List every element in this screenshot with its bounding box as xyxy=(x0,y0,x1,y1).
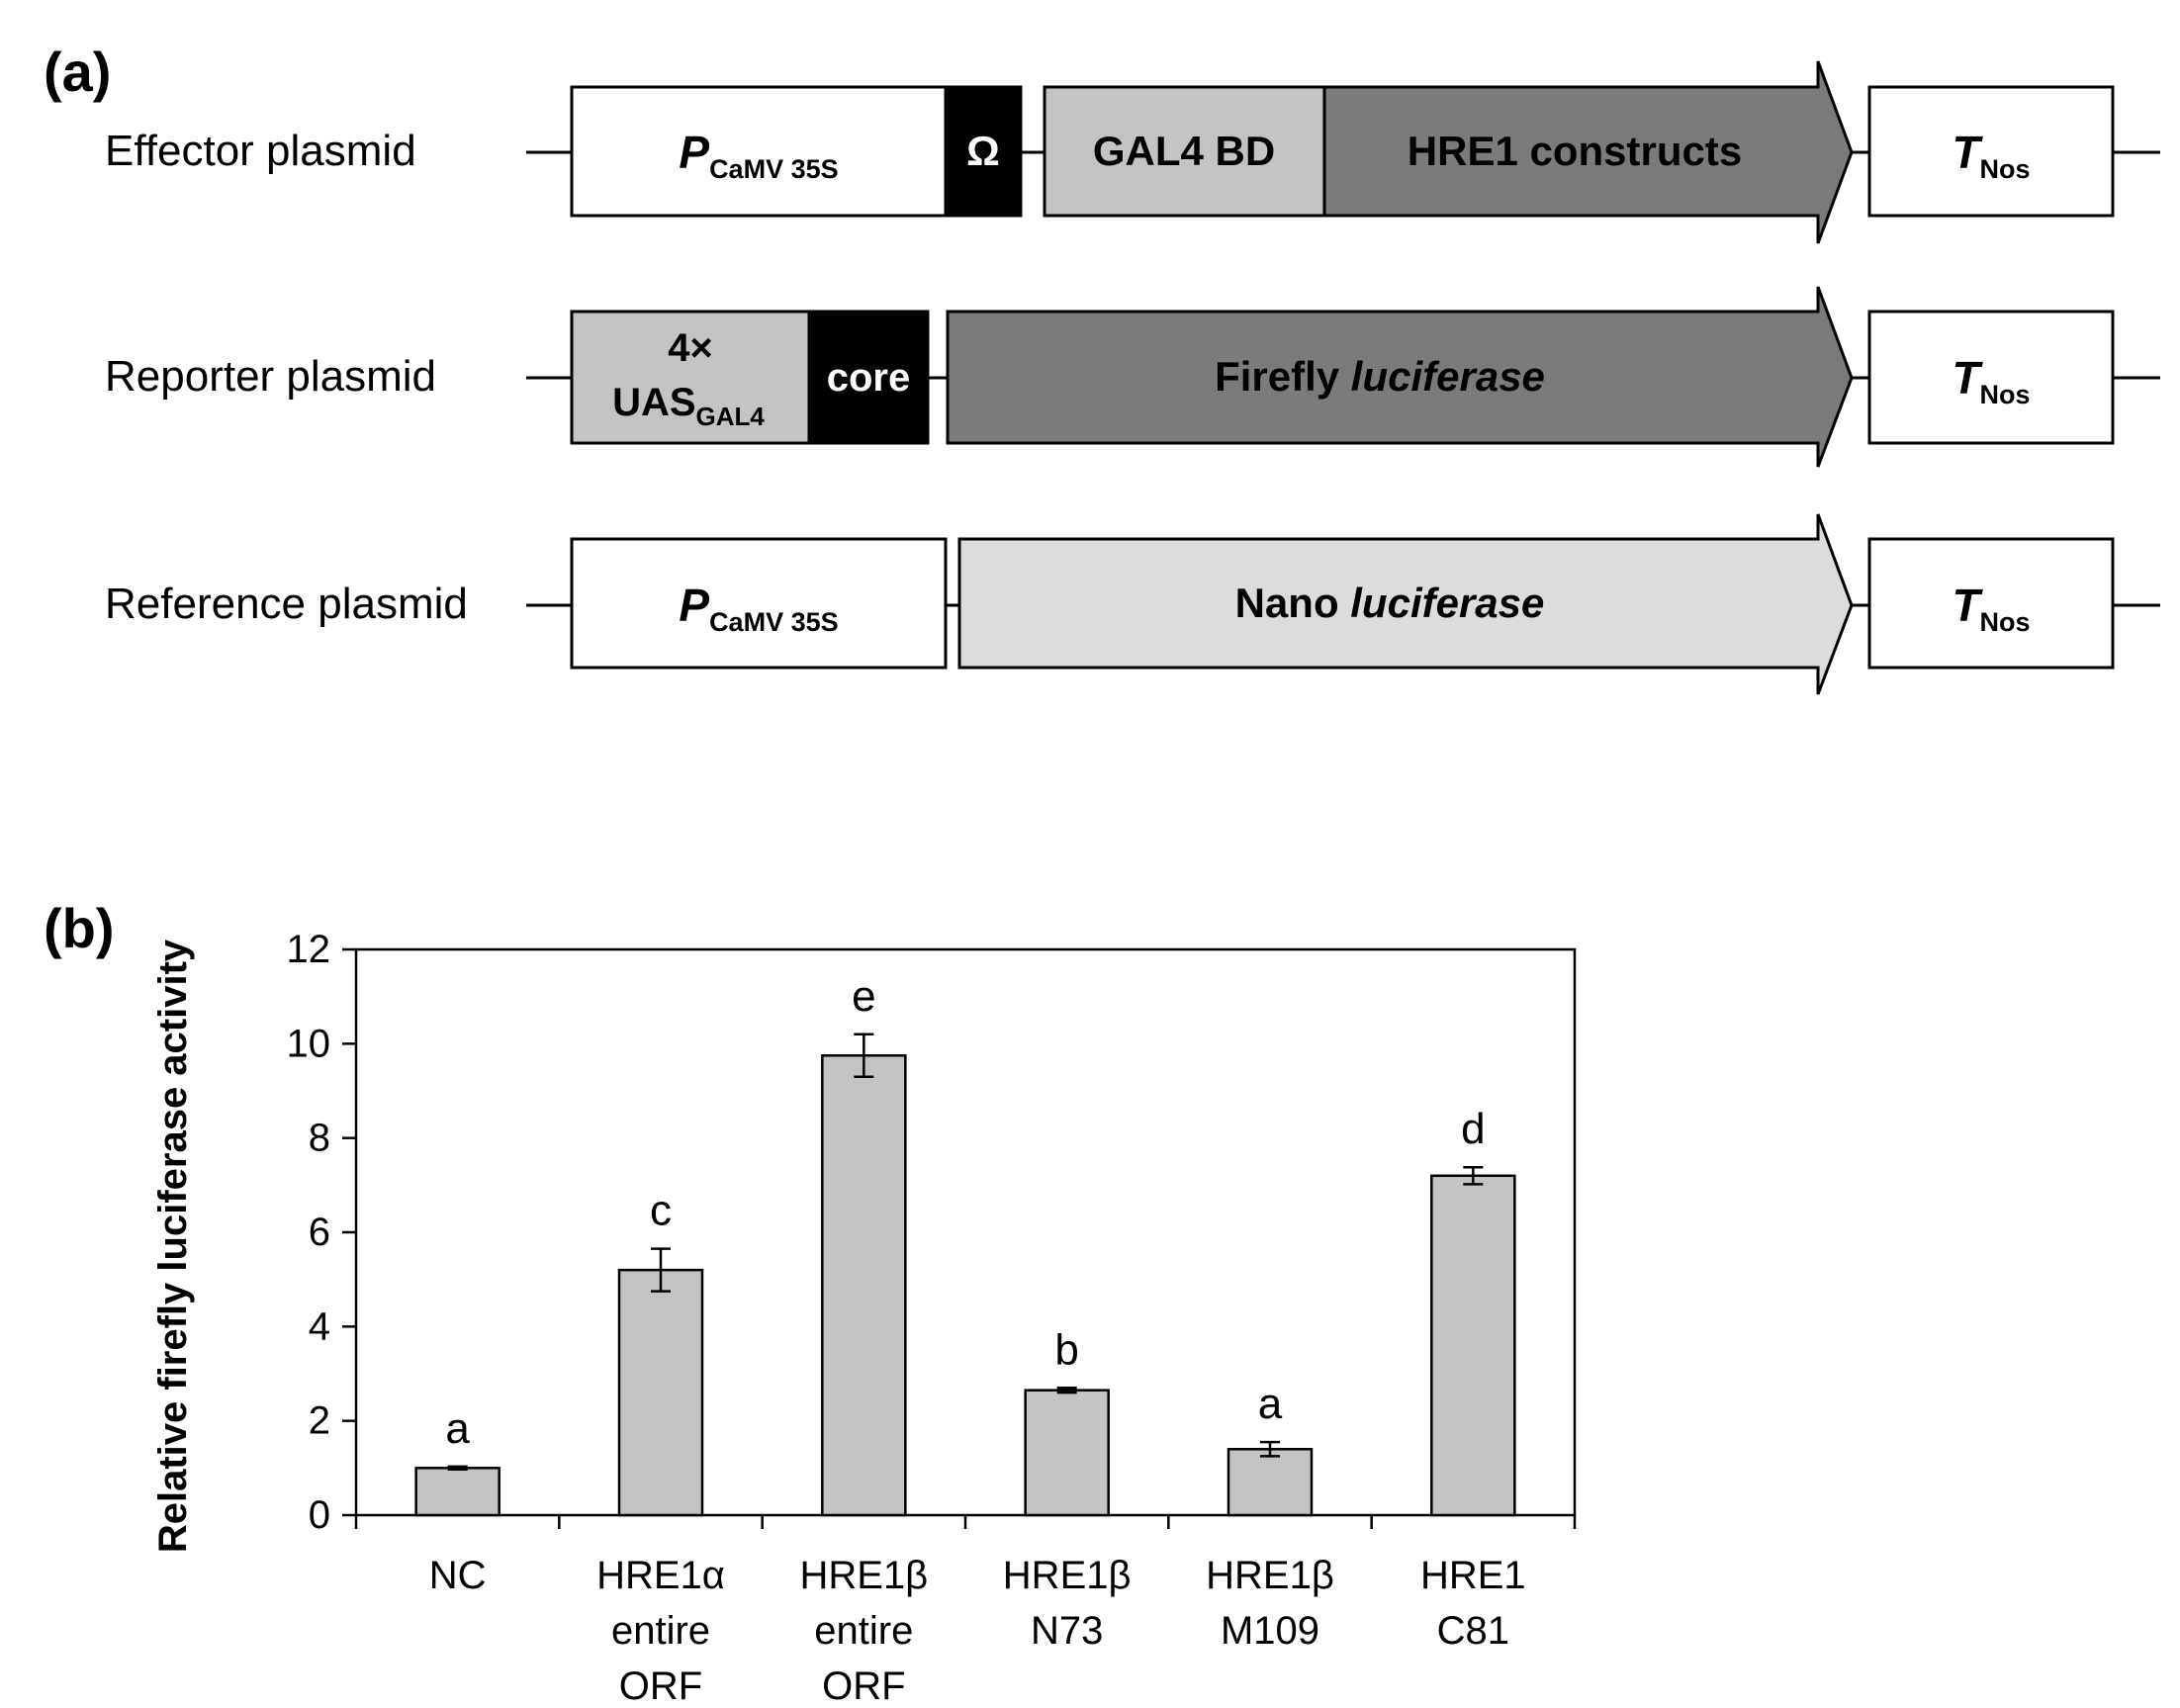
x-category-label: HRE1β xyxy=(1003,1554,1132,1597)
x-category-label: M109 xyxy=(1221,1609,1319,1653)
y-tick-label: 12 xyxy=(287,928,331,971)
core-box xyxy=(807,310,930,445)
significance-label: a xyxy=(445,1404,470,1453)
x-category-label: ORF xyxy=(822,1664,905,1708)
reference-plasmid-row: Reference plasmid PCaMV 35S Nano lucifer… xyxy=(105,513,2160,695)
gal4-bd-box xyxy=(1043,85,1326,218)
significance-label: b xyxy=(1054,1325,1078,1374)
effector-plasmid-row: Effector plasmid PCaMV 35S Ω GAL4 BD HRE… xyxy=(105,60,2160,244)
promoter-label: PCaMV 35S xyxy=(679,580,838,637)
promoter-subscript: CaMV 35S xyxy=(709,607,839,637)
effector-plasmid-label: Effector plasmid xyxy=(105,127,416,175)
panel-a: (a) Effector plasmid PCaMV 35S Ω GAL4 BD… xyxy=(44,41,2160,695)
terminator-label: TNos xyxy=(1952,352,2030,409)
y-tick-label: 10 xyxy=(287,1022,331,1065)
y-tick-label: 0 xyxy=(309,1493,330,1537)
y-axis-title: Relative firefly luciferase activity xyxy=(151,939,195,1553)
y-tick-label: 6 xyxy=(309,1211,330,1254)
bar xyxy=(821,1054,907,1517)
promoter-subscript: CaMV 35S xyxy=(709,154,839,184)
uas-label: UASGAL4 xyxy=(612,381,765,431)
x-category-label: ORF xyxy=(619,1664,702,1708)
terminator-subscript: Nos xyxy=(1980,154,2031,184)
firefly-luciferase-arrow xyxy=(946,286,1854,468)
x-category-label: HRE1β xyxy=(1206,1554,1334,1597)
bar xyxy=(414,1467,500,1517)
significance-label: e xyxy=(852,972,875,1021)
x-category-label: entire xyxy=(814,1609,913,1653)
y-tick-label: 2 xyxy=(309,1399,330,1443)
y-tick-label: 4 xyxy=(309,1304,330,1348)
terminator-subscript: Nos xyxy=(1980,607,2031,637)
terminator-subscript: Nos xyxy=(1980,380,2031,409)
nano-luciferase-label: Nano luciferase xyxy=(1235,580,1545,626)
promoter-box xyxy=(570,537,948,670)
uas-multiplier-label: 4× xyxy=(668,326,713,370)
gal4-bd-label: GAL4 BD xyxy=(1093,128,1275,174)
plot-area xyxy=(354,947,1577,1517)
x-category-label: HRE1 xyxy=(1420,1554,1526,1597)
hre1-constructs-arrow xyxy=(1322,60,1854,244)
bar xyxy=(617,1268,704,1517)
significance-label: d xyxy=(1461,1105,1485,1153)
promoter-box xyxy=(570,85,948,218)
x-category-label: HRE1β xyxy=(799,1554,928,1597)
promoter-label: PCaMV 35S xyxy=(679,127,838,184)
panel-b-label: (b) xyxy=(44,897,115,959)
terminator-label: TNos xyxy=(1952,580,2030,637)
x-category-label: NC xyxy=(429,1554,487,1597)
nano-luciferase-arrow xyxy=(957,513,1854,695)
reference-plasmid-label: Reference plasmid xyxy=(105,580,468,628)
panel-b: (b) Relative firefly luciferase activity… xyxy=(44,897,1577,1708)
hre1-constructs-label: HRE1 constructs xyxy=(1408,128,1742,174)
panel-a-label: (a) xyxy=(44,41,111,103)
terminator-box xyxy=(1867,85,2115,218)
x-category-label: N73 xyxy=(1031,1609,1103,1653)
significance-label: c xyxy=(650,1187,672,1235)
x-category-label: C81 xyxy=(1437,1609,1509,1653)
uas-subscript: GAL4 xyxy=(696,402,766,431)
core-label: core xyxy=(827,356,911,400)
reporter-plasmid-label: Reporter plasmid xyxy=(105,352,436,401)
omega-box xyxy=(944,85,1023,218)
terminator-box xyxy=(1867,310,2115,445)
terminator-label: TNos xyxy=(1952,127,2030,184)
terminator-box xyxy=(1867,537,2115,670)
bar xyxy=(1226,1448,1314,1517)
significance-label: a xyxy=(1258,1380,1283,1428)
uas-box xyxy=(570,310,811,445)
x-category-label: HRE1α xyxy=(596,1554,725,1597)
reporter-plasmid-row: Reporter plasmid 4× UASGAL4 core Firefly… xyxy=(105,286,2160,468)
firefly-luciferase-label: Firefly luciferase xyxy=(1215,353,1545,400)
bar xyxy=(1430,1174,1516,1517)
omega-label: Ω xyxy=(966,128,1000,174)
bar xyxy=(1024,1389,1110,1517)
y-tick-label: 8 xyxy=(309,1117,330,1160)
x-category-label: entire xyxy=(611,1609,710,1653)
